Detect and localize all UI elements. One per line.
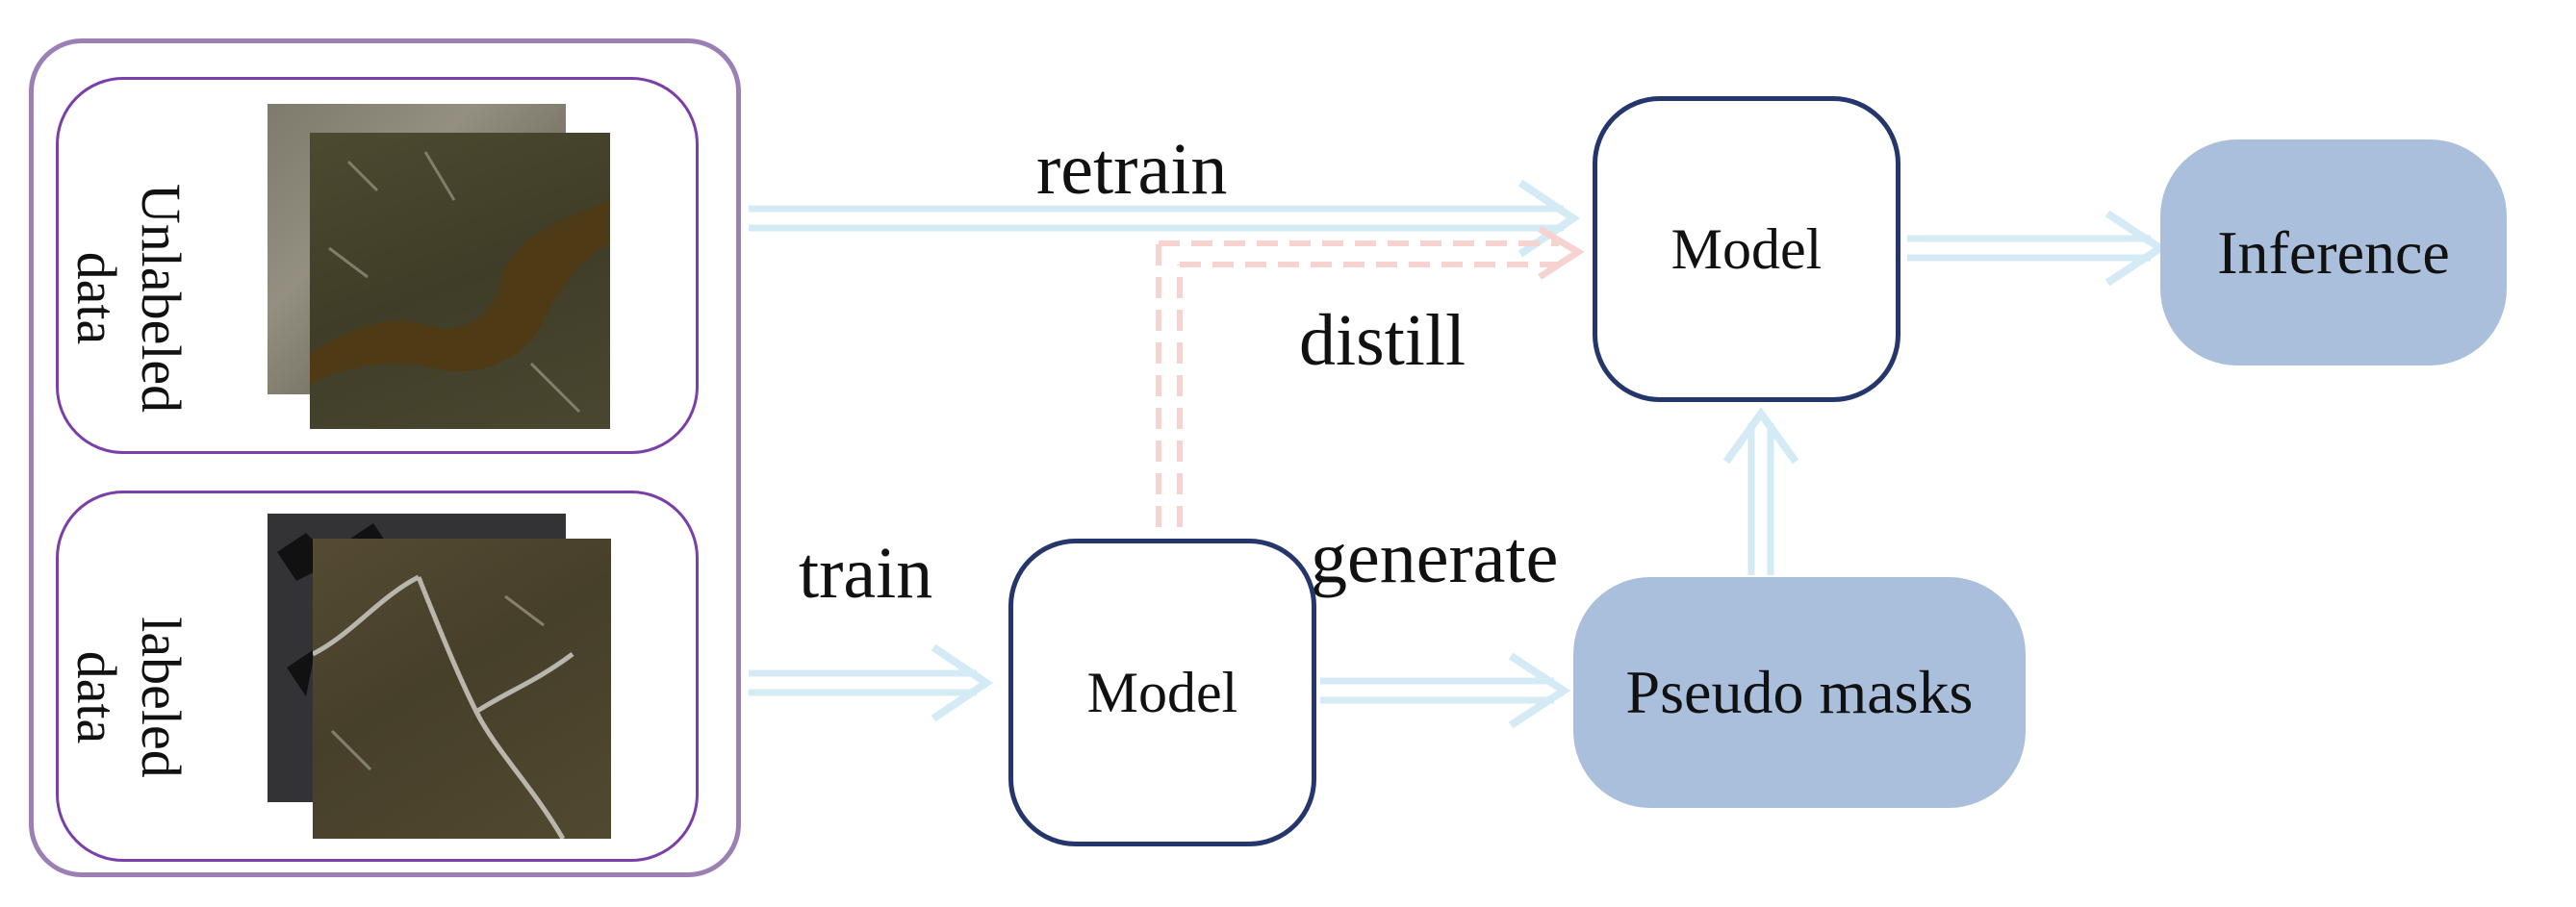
distill-label: distill [1299, 300, 1467, 381]
unlabeled-image-front [310, 133, 610, 429]
train-arrow [749, 643, 994, 722]
labeled-data-label: labeled data [65, 617, 192, 778]
generate-arrow [1320, 652, 1571, 729]
model-top-label: Model [1671, 216, 1823, 281]
inference-node: Inference [2160, 139, 2507, 365]
inference-label: Inference [2217, 217, 2450, 287]
retrain-label: retrain [1036, 129, 1228, 210]
unlabeled-data-label: Unlabeled data [65, 183, 192, 414]
pseudo-masks-node: Pseudo masks [1573, 577, 2026, 808]
distill-arrow [1156, 225, 1585, 527]
inference-arrow [1907, 210, 2168, 287]
model-bottom-node: Model [1008, 539, 1316, 846]
model-bottom-label: Model [1086, 660, 1238, 724]
pseudo-to-model-arrow [1722, 407, 1799, 575]
generate-label: generate [1311, 517, 1559, 598]
labeled-image-front [313, 539, 611, 839]
train-label: train [799, 533, 933, 614]
pseudo-masks-label: Pseudo masks [1625, 658, 1974, 726]
model-top-node: Model [1593, 96, 1900, 402]
